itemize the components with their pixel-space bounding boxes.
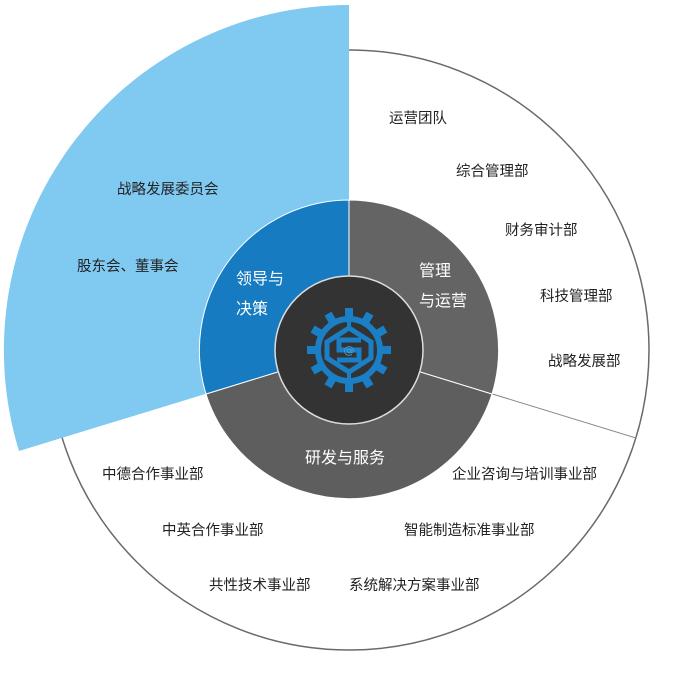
leadership-title-line1: 领导与	[236, 269, 285, 288]
rnd-item: 智能制造标准事业部	[404, 523, 535, 539]
management-title-line2: 与运营	[419, 291, 468, 310]
leadership-title-line2: 决策	[236, 299, 269, 318]
leadership-item: 战略发展委员会	[117, 182, 219, 198]
rnd-item: 共性技术事业部	[209, 578, 311, 594]
management-item: 战略发展部	[548, 354, 621, 370]
management-item: 运营团队	[389, 111, 447, 127]
rnd-title: 研发与服务	[305, 448, 386, 467]
rnd-item: 企业咨询与培训事业部	[452, 467, 597, 483]
svg-text:@: @	[344, 344, 355, 357]
leadership-item: 股东会、董事会	[77, 259, 179, 275]
management-item: 财务审计部	[505, 223, 578, 239]
management-title-line1: 管理	[419, 261, 452, 280]
rnd-item: 中德合作事业部	[102, 467, 204, 483]
rnd-item: 中英合作事业部	[162, 523, 264, 539]
management-item: 综合管理部	[456, 164, 529, 180]
rnd-item: 系统解决方案事业部	[349, 578, 480, 594]
gear-logo-icon: @	[307, 308, 391, 392]
management-item: 科技管理部	[540, 289, 613, 305]
